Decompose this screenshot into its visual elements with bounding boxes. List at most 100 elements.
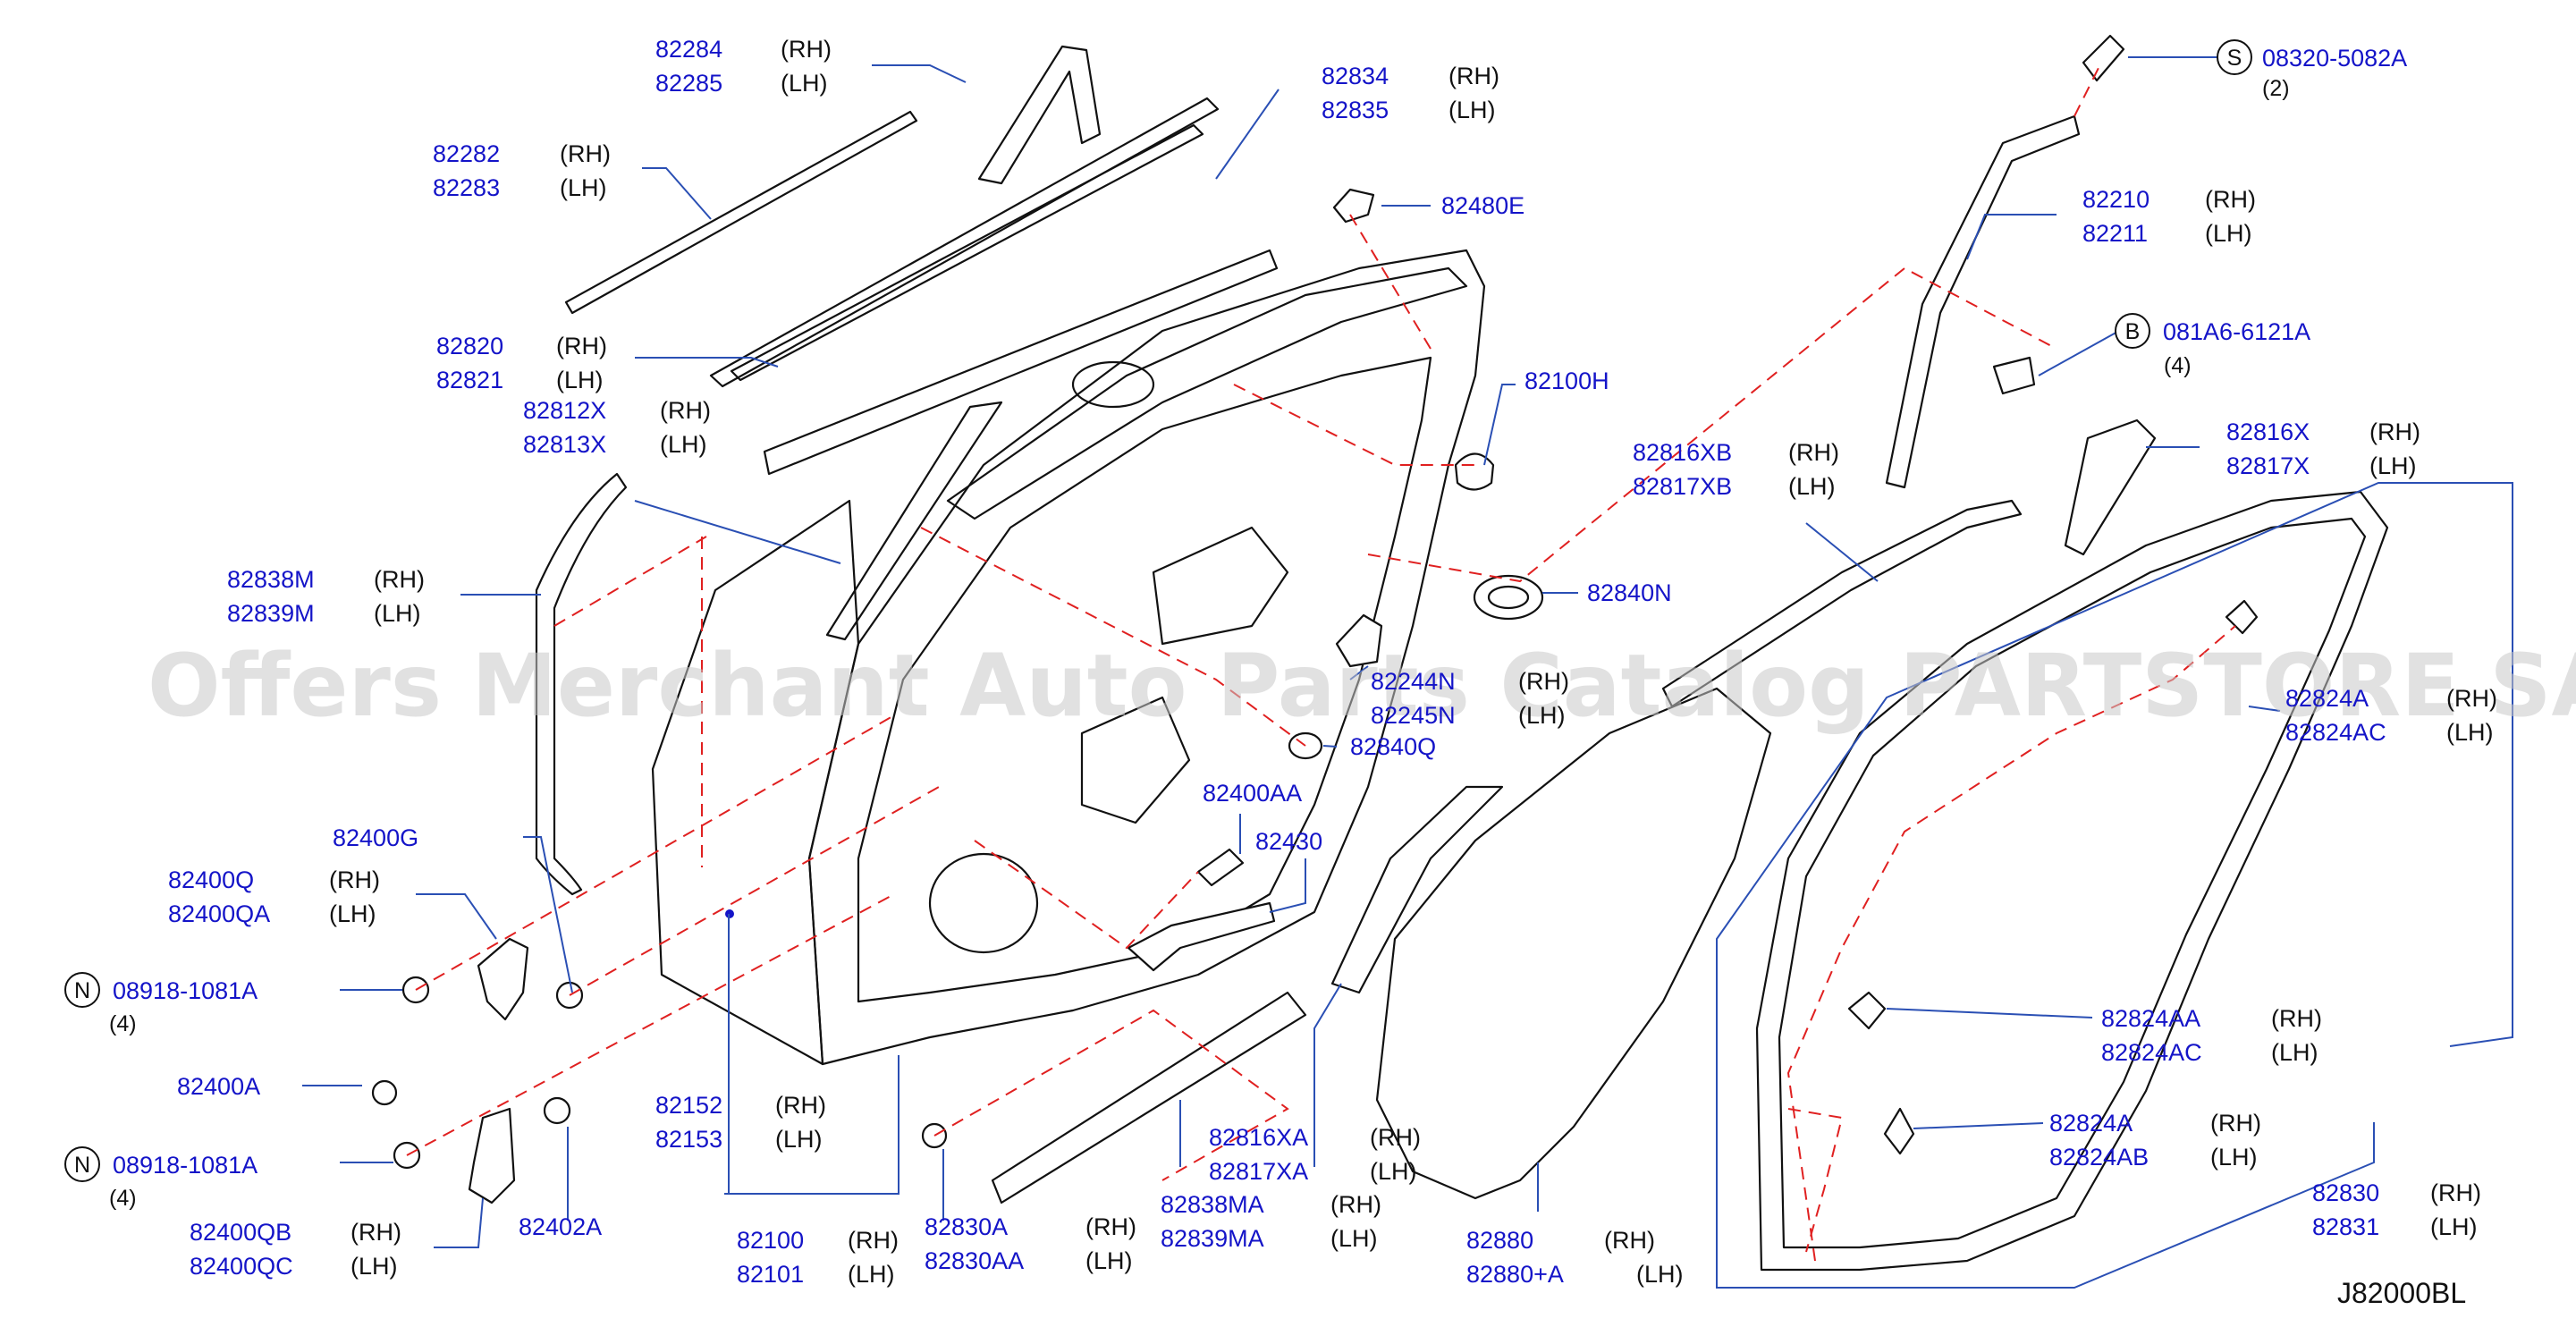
callout-08320[interactable]: S 08320-5082A (2) [2217, 39, 2407, 101]
part-number[interactable]: 82400G [333, 824, 418, 851]
part-number[interactable]: 82480E [1441, 192, 1524, 219]
side-rh: (RH) [2446, 685, 2497, 712]
callout-82152[interactable]: 82152 (RH) 82153 (LH) [655, 1092, 826, 1153]
callout-82284[interactable]: 82284 (RH) 82285 (LH) [655, 36, 832, 97]
side-lh: (LH) [374, 600, 421, 627]
callout-82400A[interactable]: 82400A [177, 1073, 260, 1100]
callout-82840Q[interactable]: 82840Q [1350, 733, 1436, 760]
callout-82840N[interactable]: 82840N [1587, 579, 1672, 606]
part-number[interactable]: 82400A [177, 1073, 260, 1100]
part-number[interactable]: 82834 [1322, 63, 1389, 89]
callout-82816X[interactable]: 82816X (RH) 82817X (LH) [2226, 418, 2420, 479]
symbol-letter: S [2227, 46, 2242, 71]
part-number[interactable]: 82816X [2226, 418, 2310, 445]
part-number[interactable]: 82812X [523, 397, 606, 424]
callout-82880[interactable]: 82880 (RH) 82880+A (LH) [1466, 1227, 1684, 1288]
callout-82838MA[interactable]: 82838MA (RH) 82839MA (LH) [1161, 1191, 1381, 1252]
part-number[interactable]: 82820 [436, 333, 503, 359]
part-number[interactable]: 82402A [519, 1213, 602, 1240]
part-number[interactable]: 82840Q [1350, 733, 1436, 760]
part-number[interactable]: 82100 [737, 1227, 804, 1254]
callout-82834[interactable]: 82834 (RH) 82835 (LH) [1322, 63, 1499, 123]
part-number[interactable]: 82835 [1322, 97, 1389, 123]
part-number[interactable]: 82400AA [1203, 780, 1302, 807]
part-number[interactable]: 82400QA [168, 900, 270, 927]
part-number[interactable]: 82817X [2226, 452, 2310, 479]
part-number[interactable]: 82838M [227, 566, 315, 593]
part-number[interactable]: 82824A [2285, 685, 2369, 712]
part-number[interactable]: 82282 [433, 140, 500, 167]
callout-82830[interactable]: 82830 (RH) 82831 (LH) [2312, 1179, 2481, 1240]
part-number[interactable]: 82813X [523, 431, 606, 458]
part-number[interactable]: 82830 [2312, 1179, 2379, 1206]
callout-82820[interactable]: 82820 (RH) 82821 (LH) [436, 333, 607, 393]
callout-82210[interactable]: 82210 (RH) 82211 (LH) [2082, 186, 2256, 247]
part-number[interactable]: 08320-5082A [2262, 45, 2407, 72]
callout-82838M[interactable]: 82838M (RH) 82839M (LH) [227, 566, 425, 627]
callout-82430[interactable]: 82430 [1255, 828, 1322, 855]
part-number[interactable]: 82430 [1255, 828, 1322, 855]
part-number[interactable]: 82400QB [190, 1219, 291, 1246]
callout-081A6[interactable]: B 081A6-6121A (4) [2115, 313, 2310, 378]
part-number[interactable]: 08918-1081A [113, 977, 258, 1004]
part-number[interactable]: 82816XB [1633, 439, 1732, 466]
part-number[interactable]: 82285 [655, 70, 722, 97]
part-number[interactable]: 82821 [436, 367, 503, 393]
side-lh: (LH) [351, 1253, 398, 1280]
part-number[interactable]: 82880 [1466, 1227, 1533, 1254]
part-number[interactable]: 82210 [2082, 186, 2149, 213]
side-lh: (LH) [775, 1126, 823, 1153]
part-number[interactable]: 82284 [655, 36, 722, 63]
part-number[interactable]: 82824AA [2101, 1005, 2200, 1032]
side-lh: (LH) [1788, 473, 1836, 500]
callout-82400QB[interactable]: 82400QB (RH) 82400QC (LH) [190, 1219, 401, 1280]
part-number[interactable]: 82824AC [2285, 719, 2386, 746]
part-number[interactable]: 82283 [433, 174, 500, 201]
callout-82480E[interactable]: 82480E [1441, 192, 1524, 219]
part-number[interactable]: 82817XB [1633, 473, 1732, 500]
part-number[interactable]: 081A6-6121A [2163, 318, 2310, 345]
callout-82400AA[interactable]: 82400AA [1203, 780, 1302, 807]
part-number[interactable]: 82830AA [925, 1247, 1024, 1274]
part-number[interactable]: 82400QC [190, 1253, 293, 1280]
callout-82812X[interactable]: 82812X (RH) 82813X (LH) [523, 397, 711, 458]
part-number[interactable]: 82152 [655, 1092, 722, 1119]
part-number[interactable]: 82100H [1524, 368, 1609, 394]
part-number[interactable]: 82101 [737, 1261, 804, 1288]
part-number[interactable]: 08918-1081A [113, 1152, 258, 1179]
callout-82824AA[interactable]: 82824AA (RH) 82824AC (LH) [2101, 1005, 2322, 1066]
part-number[interactable]: 82245N [1371, 702, 1456, 729]
side-lh: (LH) [660, 431, 707, 458]
callout-82400G[interactable]: 82400G [333, 824, 418, 851]
callout-08918-upper[interactable]: N 08918-1081A (4) [64, 972, 258, 1036]
part-bolt-08320 [2082, 34, 2125, 82]
callout-82100[interactable]: 82100 (RH) 82101 (LH) [737, 1227, 899, 1288]
callout-82244N[interactable]: 82244N (RH) 82245N (LH) [1371, 668, 1569, 729]
callout-82824A-top[interactable]: 82824A (RH) 82824AC (LH) [2285, 685, 2497, 746]
callout-82830A[interactable]: 82830A (RH) 82830AA (LH) [925, 1213, 1136, 1274]
part-number[interactable]: 82831 [2312, 1213, 2379, 1240]
callout-82816XB[interactable]: 82816XB (RH) 82817XB (LH) [1633, 439, 1839, 500]
part-number[interactable]: 82880+A [1466, 1261, 1564, 1288]
callout-82282[interactable]: 82282 (RH) 82283 (LH) [433, 140, 611, 201]
part-number[interactable]: 82824AB [2049, 1144, 2149, 1171]
callout-08918-lower[interactable]: N 08918-1081A (4) [64, 1146, 258, 1211]
part-number[interactable]: 82817XA [1209, 1158, 1308, 1185]
part-number[interactable]: 82824AC [2101, 1039, 2202, 1066]
part-number[interactable]: 82153 [655, 1126, 722, 1153]
part-number[interactable]: 82211 [2082, 220, 2148, 247]
part-number[interactable]: 82824A [2049, 1110, 2133, 1137]
callout-82100H[interactable]: 82100H [1524, 368, 1609, 394]
part-number[interactable]: 82839MA [1161, 1225, 1264, 1252]
callout-82402A[interactable]: 82402A [519, 1213, 602, 1240]
part-number[interactable]: 82400Q [168, 866, 254, 893]
callout-82824A[interactable]: 82824A (RH) 82824AB (LH) [2049, 1110, 2261, 1171]
part-number[interactable]: 82244N [1371, 668, 1456, 695]
part-number[interactable]: 82838MA [1161, 1191, 1264, 1218]
part-number[interactable]: 82830A [925, 1213, 1008, 1240]
part-number[interactable]: 82840N [1587, 579, 1672, 606]
part-number[interactable]: 82816XA [1209, 1124, 1308, 1151]
part-number[interactable]: 82839M [227, 600, 315, 627]
callout-82816XA[interactable]: 82816XA (RH) 82817XA (LH) [1209, 1124, 1421, 1185]
callout-82400Q[interactable]: 82400Q (RH) 82400QA (LH) [168, 866, 380, 927]
